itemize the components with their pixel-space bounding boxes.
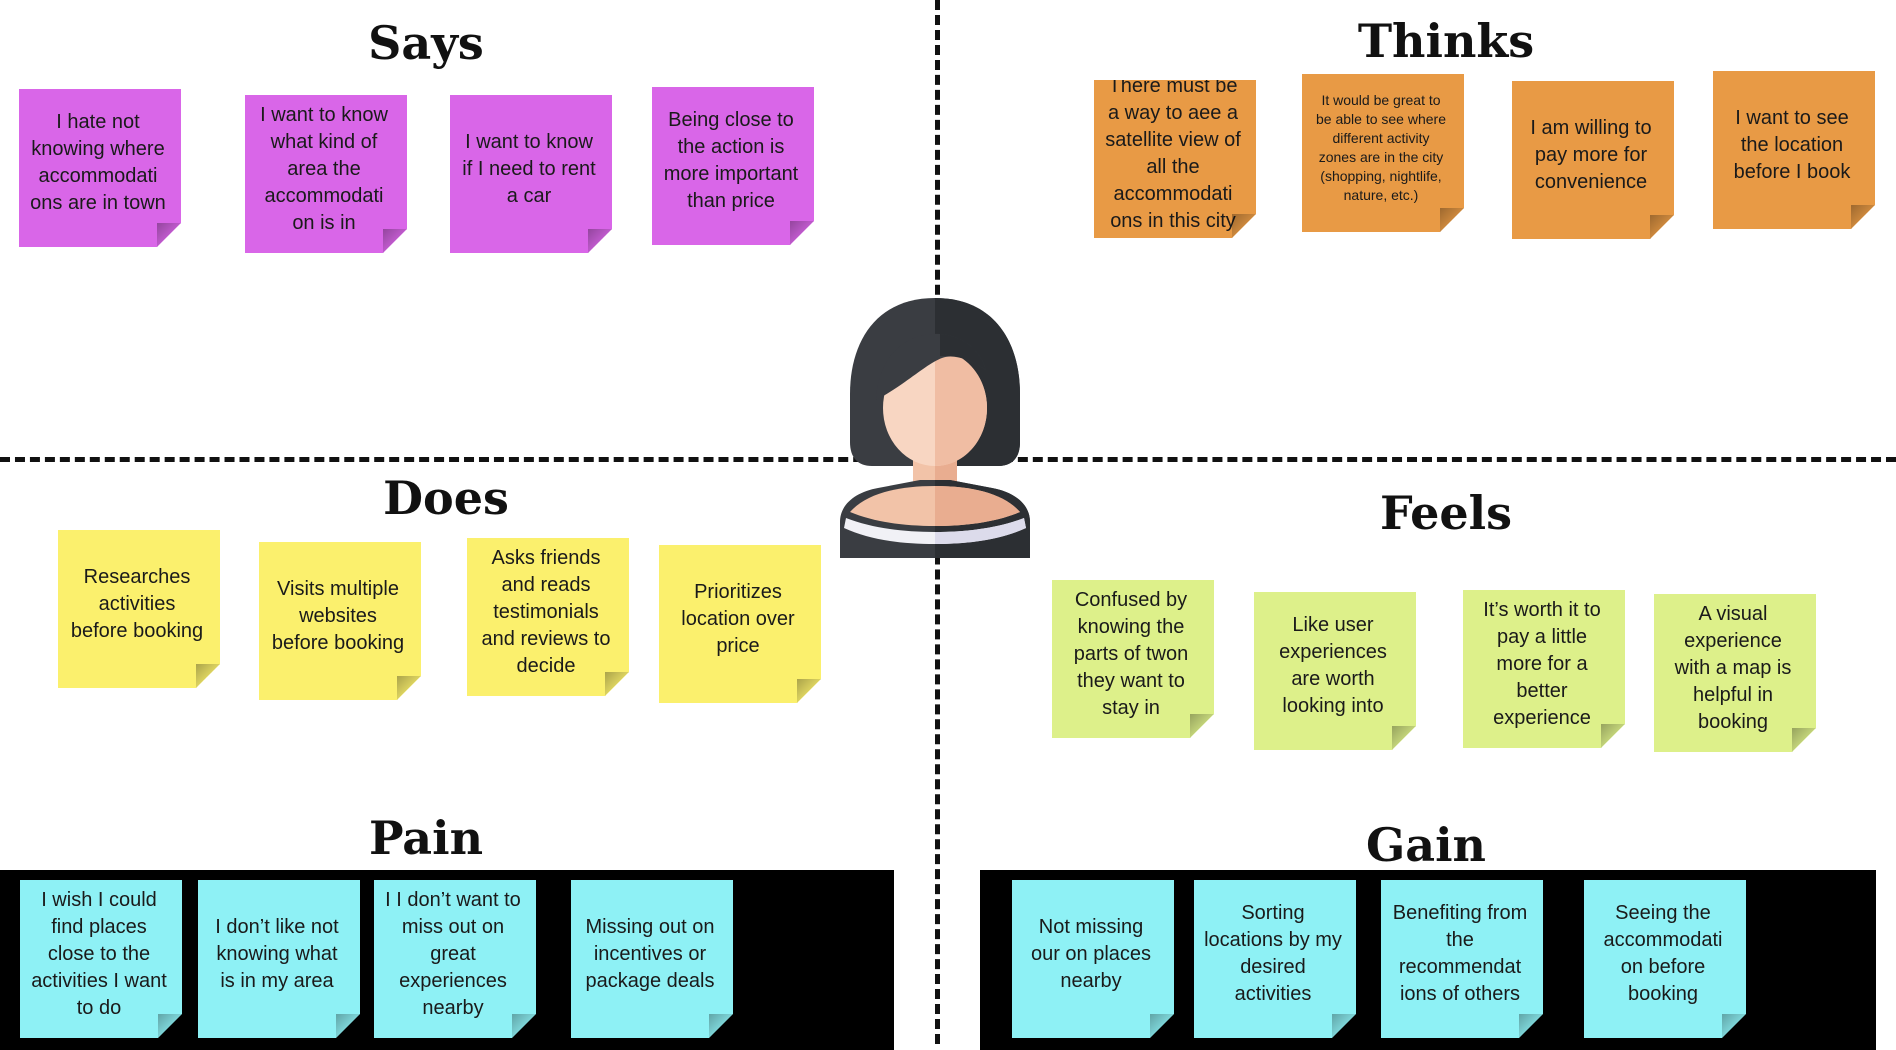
pain-note-2: I don’t like not knowing what is in my a… (198, 880, 360, 1038)
says-title: Says (368, 16, 484, 70)
does-note-4: Prioritizes location over price (659, 545, 821, 703)
feels-note-1: Confused by knowing the parts of twon th… (1052, 580, 1214, 738)
feels-note-3: It’s worth it to pay a little more for a… (1463, 590, 1625, 748)
gain-note-2: Sorting locations by my desired activiti… (1194, 880, 1356, 1038)
thinks-note-1: There must be a way to aee a satellite v… (1094, 80, 1256, 238)
pain-note-4: Missing out on incentives or package dea… (571, 880, 733, 1038)
thinks-note-3: I am willing to pay more for convenience (1512, 81, 1674, 239)
does-note-1: Researches activities before booking (58, 530, 220, 688)
thinks-title: Thinks (1357, 14, 1535, 68)
thinks-note-4: I want to see the location before I book (1713, 71, 1875, 229)
gain-note-3: Benefiting from the recommendat ions of … (1381, 880, 1543, 1038)
thinks-note-2: It would be great to be able to see wher… (1302, 74, 1464, 232)
does-title: Does (383, 471, 509, 525)
pain-title: Pain (368, 811, 484, 865)
gain-note-4: Seeing the accommodati on before booking (1584, 880, 1746, 1038)
does-note-3: Asks friends and reads testimonials and … (467, 538, 629, 696)
says-note-3: I want to know if I need to rent a car (450, 95, 612, 253)
pain-note-1: I wish I could find places close to the … (20, 880, 182, 1038)
woman-avatar-icon (840, 298, 1030, 558)
says-note-1: I hate not knowing where accommodati ons… (19, 89, 181, 247)
says-note-2: I want to know what kind of area the acc… (245, 95, 407, 253)
feels-title: Feels (1379, 486, 1513, 540)
feels-note-2: Like user experiences are worth looking … (1254, 592, 1416, 750)
does-note-2: Visits multiple websites before booking (259, 542, 421, 700)
gain-title: Gain (1365, 818, 1487, 872)
feels-note-4: A visual experience with a map is helpfu… (1654, 594, 1816, 752)
says-note-4: Being close to the action is more import… (652, 87, 814, 245)
pain-note-3: I I don’t want to miss out on great expe… (374, 880, 536, 1038)
gain-note-1: Not missing our on places nearby (1012, 880, 1174, 1038)
